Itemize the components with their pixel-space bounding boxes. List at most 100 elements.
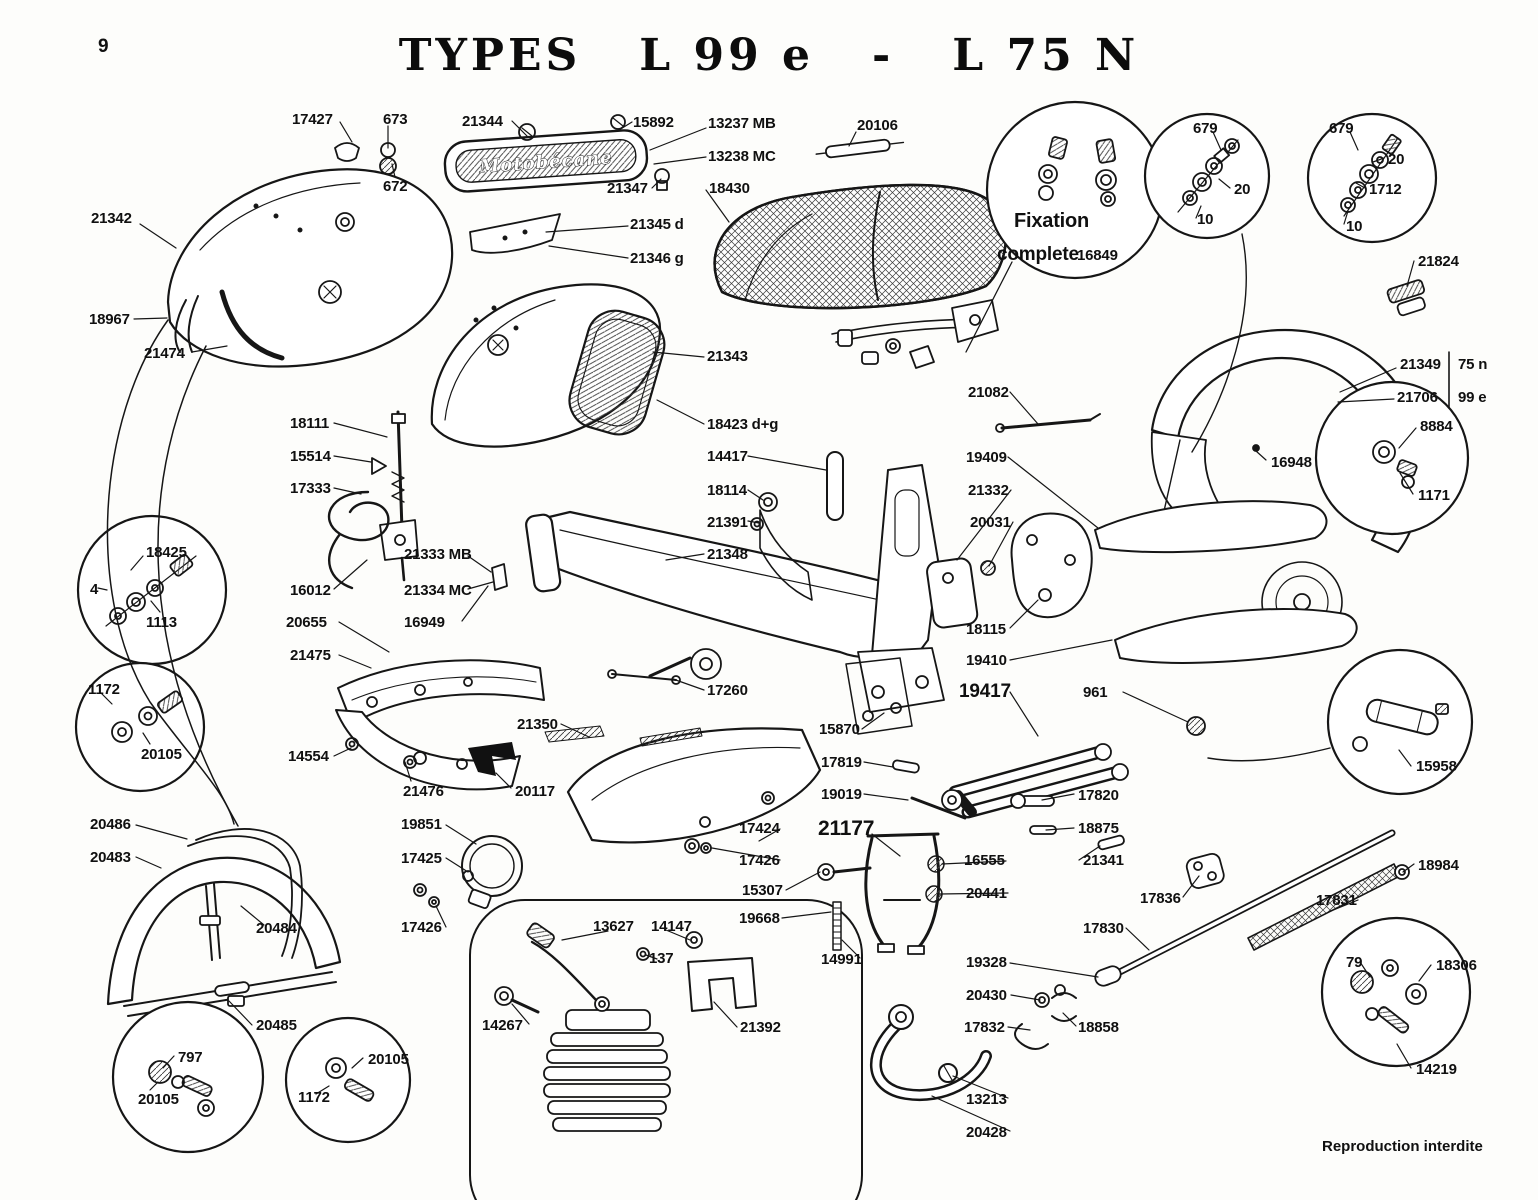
seat	[713, 183, 1007, 310]
part-number-label: 19668	[739, 910, 780, 927]
part-number-label: 15514	[290, 448, 331, 465]
part-number-label: 21333 MB	[404, 546, 472, 563]
part-number-label: 17832	[964, 1019, 1005, 1036]
part-number-label: 21343	[707, 348, 748, 365]
inset-circle-1	[1143, 112, 1271, 240]
part-number-label: 18430	[709, 180, 750, 197]
part-number-label: 21344	[462, 113, 503, 130]
part-number-label: 13213	[966, 1091, 1007, 1108]
part-number-label: 16948	[1271, 454, 1312, 471]
part-number-label: 14991	[821, 951, 862, 968]
bolt-inset-3	[111, 1000, 265, 1154]
part-number-label: 21391	[707, 514, 748, 531]
part-number-label: 17426	[739, 852, 780, 869]
part-number-label: 21350	[517, 716, 558, 733]
part-number-label: 20105	[138, 1091, 179, 1108]
tank-badge	[443, 129, 649, 193]
part-number-label: 99 e	[1458, 389, 1487, 406]
part-number-label: 18423 d+g	[707, 416, 779, 433]
fastener-inset	[1320, 916, 1472, 1068]
part-number-label: 679	[1329, 120, 1354, 137]
part-number-label: 20105	[368, 1051, 409, 1068]
bolt-inset-4	[284, 1016, 412, 1144]
swingarm	[941, 743, 1129, 819]
part-number-label: 21824	[1418, 253, 1459, 270]
part-number-label: 14417	[707, 448, 748, 465]
part-number-label: 18858	[1078, 1019, 1119, 1036]
front-fender	[106, 828, 342, 1017]
side-shields	[335, 659, 605, 791]
part-number-label: 19328	[966, 954, 1007, 971]
part-number-label: 17830	[1083, 920, 1124, 937]
bolt-inset-1	[76, 514, 228, 666]
part-number-label: 17425	[401, 850, 442, 867]
part-number-label: 21082	[968, 384, 1009, 401]
part-number-label: 961	[1083, 684, 1108, 701]
part-number-label: 21342	[91, 210, 132, 227]
part-number-label: 20485	[256, 1017, 297, 1034]
part-number-label: 20430	[966, 987, 1007, 1004]
part-number-label: 21341	[1083, 852, 1124, 869]
page-number: 9	[98, 36, 109, 57]
part-number-label: 17260	[707, 682, 748, 699]
part-number-label: 672	[383, 178, 408, 195]
part-number-label: 21348	[707, 546, 748, 563]
part-number-label: 21177	[818, 817, 875, 840]
part-number-label: 19417	[959, 681, 1011, 702]
part-number-label: 1172	[298, 1089, 330, 1106]
part-number-label: 679	[1193, 120, 1218, 137]
cable-adjuster-inset	[1326, 648, 1474, 796]
part-number-label: 16012	[290, 582, 331, 599]
part-number-label: 14219	[1416, 1061, 1457, 1078]
part-number-label: 21345 d	[630, 216, 684, 233]
part-number-label: 10	[1197, 211, 1214, 228]
part-number-label: 797	[178, 1049, 203, 1066]
inset-circle-2	[1306, 112, 1438, 244]
part-number-label: 20	[1388, 151, 1405, 168]
part-number-label: 17424	[739, 820, 780, 837]
part-number-label: 21706	[1397, 389, 1438, 406]
page-title: TYPES L 99 e - L 75 N	[398, 30, 1140, 81]
frame	[525, 451, 945, 735]
part-number-label: 18306	[1436, 957, 1477, 974]
part-number-label: 20105	[141, 746, 182, 763]
copyright-note: Reproduction interdite	[1322, 1138, 1483, 1155]
grille-panel	[568, 309, 666, 436]
part-number-label: 21349	[1400, 356, 1441, 373]
part-number-label: 20117	[515, 783, 555, 800]
part-number-label: 15892	[633, 114, 674, 131]
part-number-label: 20486	[90, 816, 131, 833]
part-number-label: 19019	[821, 786, 862, 803]
part-number-label: 20484	[256, 920, 297, 937]
part-number-label: 14147	[651, 918, 692, 935]
part-number-label: 17426	[401, 919, 442, 936]
part-number-label: 21392	[740, 1019, 781, 1036]
part-number-label: 21346 g	[630, 250, 684, 267]
part-number-label: 18111	[290, 415, 330, 432]
part-number-label: 14554	[288, 748, 329, 765]
fuel-tank-1	[166, 168, 454, 368]
part-number-label: 1171	[1418, 487, 1450, 504]
part-number-label: 15958	[1416, 758, 1457, 775]
part-number-label: 21347	[607, 180, 648, 197]
axle-inset	[1314, 380, 1470, 536]
part-number-label: 10	[1346, 218, 1363, 235]
part-number-label: 17427	[292, 111, 333, 128]
part-number-label: 1712	[1369, 181, 1402, 198]
part-number-label: 20428	[966, 1124, 1007, 1141]
part-number-label: 19851	[401, 816, 442, 833]
part-number-label: 18984	[1418, 857, 1459, 874]
part-number-label: 21475	[290, 647, 331, 664]
part-number-label: 21474	[144, 345, 185, 362]
steering-stem	[371, 410, 419, 582]
part-number-label: 16849	[1077, 247, 1118, 264]
part-number-label: 17820	[1078, 787, 1119, 804]
part-number-label: 15307	[742, 882, 783, 899]
part-number-label: 8884	[1420, 418, 1453, 435]
part-number-label: 17819	[821, 754, 862, 771]
part-number-label: 15870	[819, 721, 860, 738]
part-number-label: 19410	[966, 652, 1007, 669]
bolt-inset-2	[74, 661, 206, 793]
